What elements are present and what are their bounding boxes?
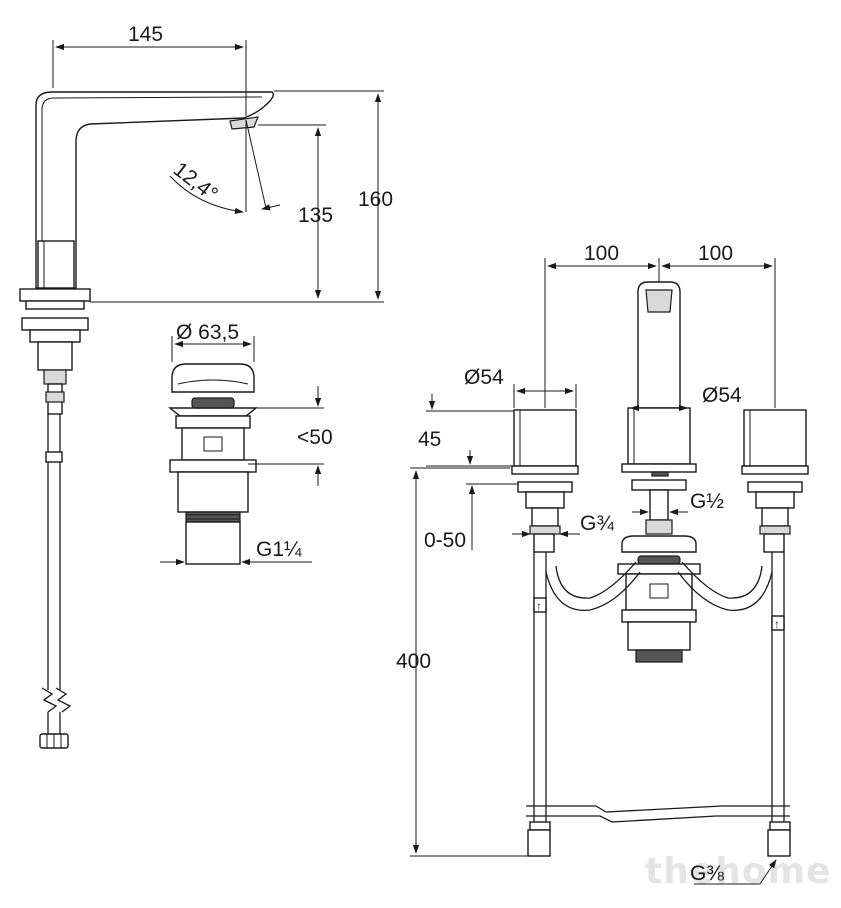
- dim-drain-cap-diameter: Ø 63,5: [176, 321, 239, 344]
- drain-dimensions: Ø 63,5 <50 G1¼: [160, 321, 333, 566]
- dim-hose-length: 400: [396, 650, 431, 673]
- dim-spout-outlet-height: 135: [298, 204, 333, 227]
- dim-rosette-height: 45: [418, 428, 441, 451]
- dim-spout-base-diameter: Ø54: [702, 384, 742, 407]
- dim-inlet-thread: G¾: [580, 512, 614, 535]
- front-view-assembly: ↑ ↑: [511, 281, 809, 857]
- dim-spout-reach: 145: [128, 23, 163, 46]
- dim-handle-spacing-left: 100: [584, 242, 619, 265]
- dim-deck-thickness: 0-50: [424, 529, 466, 552]
- dim-spout-thread: G½: [690, 490, 724, 513]
- dim-handle-diameter: Ø54: [464, 366, 504, 389]
- drain-assembly: [168, 363, 258, 565]
- spout-side-view: [19, 91, 275, 749]
- dim-drain-thread: G1¼: [256, 538, 302, 561]
- dim-hose-connection-thread: G⅜: [690, 862, 724, 885]
- watermark-text: thehome: [645, 851, 832, 892]
- dim-spout-angle: 12,4°: [169, 158, 222, 206]
- dim-drain-height: <50: [297, 426, 333, 449]
- dim-spout-total-height: 160: [358, 188, 393, 211]
- spout-dimensions: 145 12,4° 135 160: [52, 23, 393, 303]
- front-view-dimensions: 100 100 Ø54 Ø54 45 0-50 400 G¾ G½: [396, 242, 777, 885]
- svg-text:↑: ↑: [536, 599, 542, 613]
- dim-handle-spacing-right: 100: [698, 242, 733, 265]
- svg-text:↑: ↑: [774, 617, 780, 631]
